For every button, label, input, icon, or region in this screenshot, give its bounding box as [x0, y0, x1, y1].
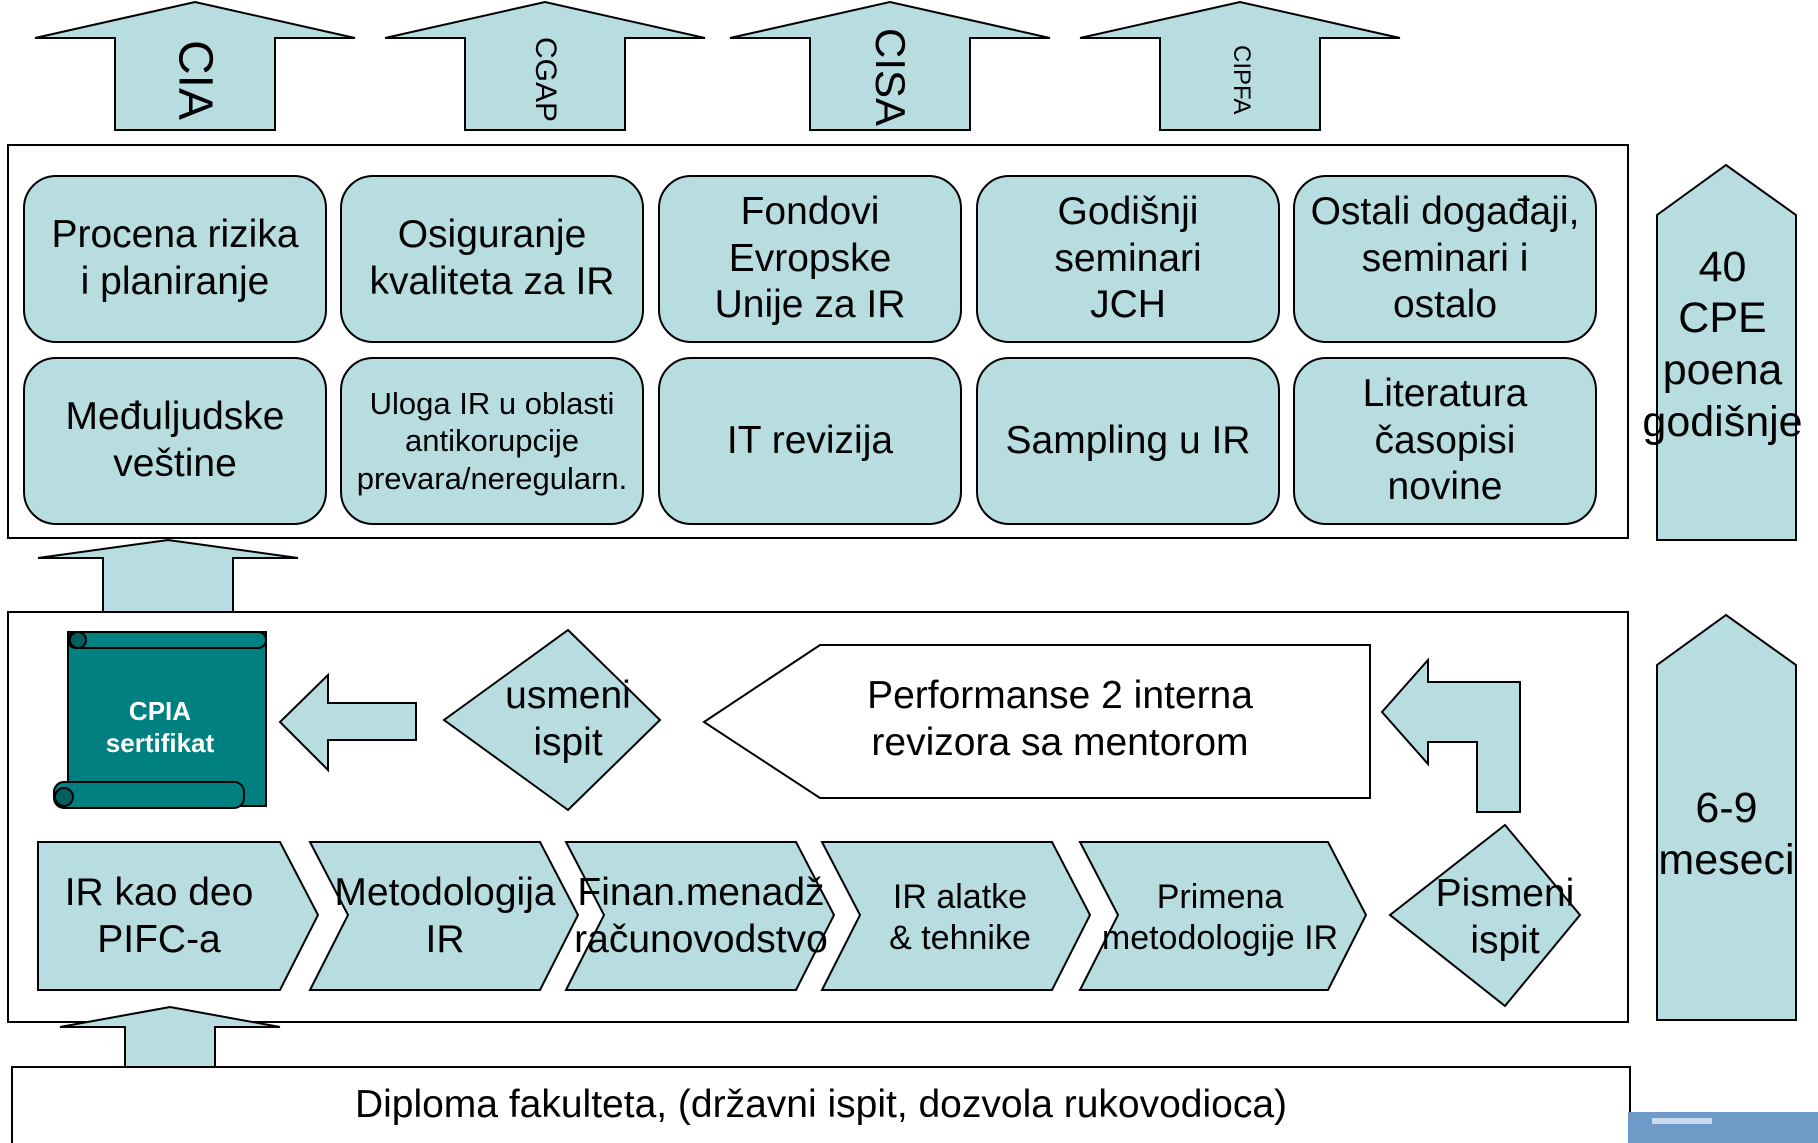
photo-fragment — [1628, 1112, 1818, 1143]
side-label-duration: 6-9 meseci — [1658, 784, 1795, 884]
module-chevron-2 — [308, 841, 580, 991]
cpe-box-r2-2 — [340, 357, 644, 525]
performance-label: Performanse 2 interna revizora sa mentor… — [867, 674, 1253, 764]
cpe-label-anticorruption: Uloga IR u oblasti antikorupcije prevara… — [356, 386, 628, 496]
cpe-box-r2-4 — [976, 357, 1280, 525]
bent-arrow — [1380, 657, 1521, 813]
arrow-to-certificate — [278, 672, 417, 773]
oral-exam-label: usmeni ispit — [505, 674, 631, 764]
cert-label-cipfa: CIPFA — [1228, 45, 1255, 115]
cpe-label-risk-planning: Procena rizika i planiranje — [51, 213, 299, 303]
certificate-label: CPIA sertifikat — [105, 696, 215, 758]
cpe-label-eu-funds: Fondovi Evropske Unije za IR — [714, 189, 906, 327]
written-exam-diamond — [1388, 823, 1582, 1008]
certificate-scroll — [53, 631, 267, 809]
photo-fragment-highlight — [1652, 1118, 1712, 1124]
cpe-box-r2-1 — [23, 357, 327, 525]
cpe-label-other-events: Ostali događaji, seminari i ostalo — [1310, 189, 1580, 327]
module-chevron-1 — [37, 841, 320, 991]
side-label-cpe-points: 40 CPE poena godišnje — [1642, 242, 1803, 446]
cpe-box-r2-3 — [658, 357, 962, 525]
cpe-box-r1-2 — [340, 175, 644, 343]
up-arrow-cipfa — [1079, 0, 1401, 131]
module-label-finance: Finan.menadž računovodstvo — [574, 871, 828, 961]
prerequisite-label: Diploma fakulteta, (državni ispit, dozvo… — [354, 1083, 1288, 1126]
module-label-pifc: IR kao deo PIFC-a — [64, 871, 254, 961]
cert-label-cia: CIA — [168, 39, 222, 120]
cpe-label-it-audit: IT revizija — [726, 418, 894, 462]
cpe-label-sampling: Sampling u IR — [1005, 418, 1251, 462]
cpe-box-r1-4 — [976, 175, 1280, 343]
cert-label-cisa: CISA — [867, 28, 914, 127]
cpe-label-interpersonal: Međuljudske veštine — [65, 395, 285, 485]
side-arrow-duration — [1656, 613, 1797, 1021]
module-label-tools: IR alatke & tehnike — [889, 878, 1031, 957]
module-label-application: Primena metodologije IR — [1101, 878, 1339, 957]
performance-shape — [702, 644, 1371, 799]
oral-exam-diamond — [442, 628, 662, 812]
module-chevron-3 — [564, 841, 836, 991]
cpe-box-r1-3 — [658, 175, 962, 343]
up-arrow-cisa — [729, 0, 1051, 131]
module-chevron-4 — [820, 841, 1092, 991]
up-arrow-cia — [34, 0, 356, 131]
cpe-label-annual-seminars: Godišnji seminari JCH — [1054, 189, 1202, 327]
connector-arrow-upper — [37, 538, 299, 613]
written-exam-label: Pismeni ispit — [1435, 872, 1575, 962]
module-chevron-5 — [1078, 841, 1368, 991]
cert-label-cgap: CGAP — [529, 37, 562, 123]
cpe-label-quality-assurance: Osiguranje kvaliteta za IR — [369, 213, 615, 303]
side-arrow-cpe — [1656, 163, 1797, 541]
up-arrow-cgap — [384, 0, 706, 131]
cpe-box-r1-1 — [23, 175, 327, 343]
prerequisite-frame — [11, 1066, 1631, 1143]
cpe-label-literature: Literatura časopisi novine — [1362, 371, 1528, 509]
module-label-methodology: Metodologija IR — [334, 871, 556, 961]
cpe-box-r1-5 — [1293, 175, 1597, 343]
cpe-box-r2-5 — [1293, 357, 1597, 525]
